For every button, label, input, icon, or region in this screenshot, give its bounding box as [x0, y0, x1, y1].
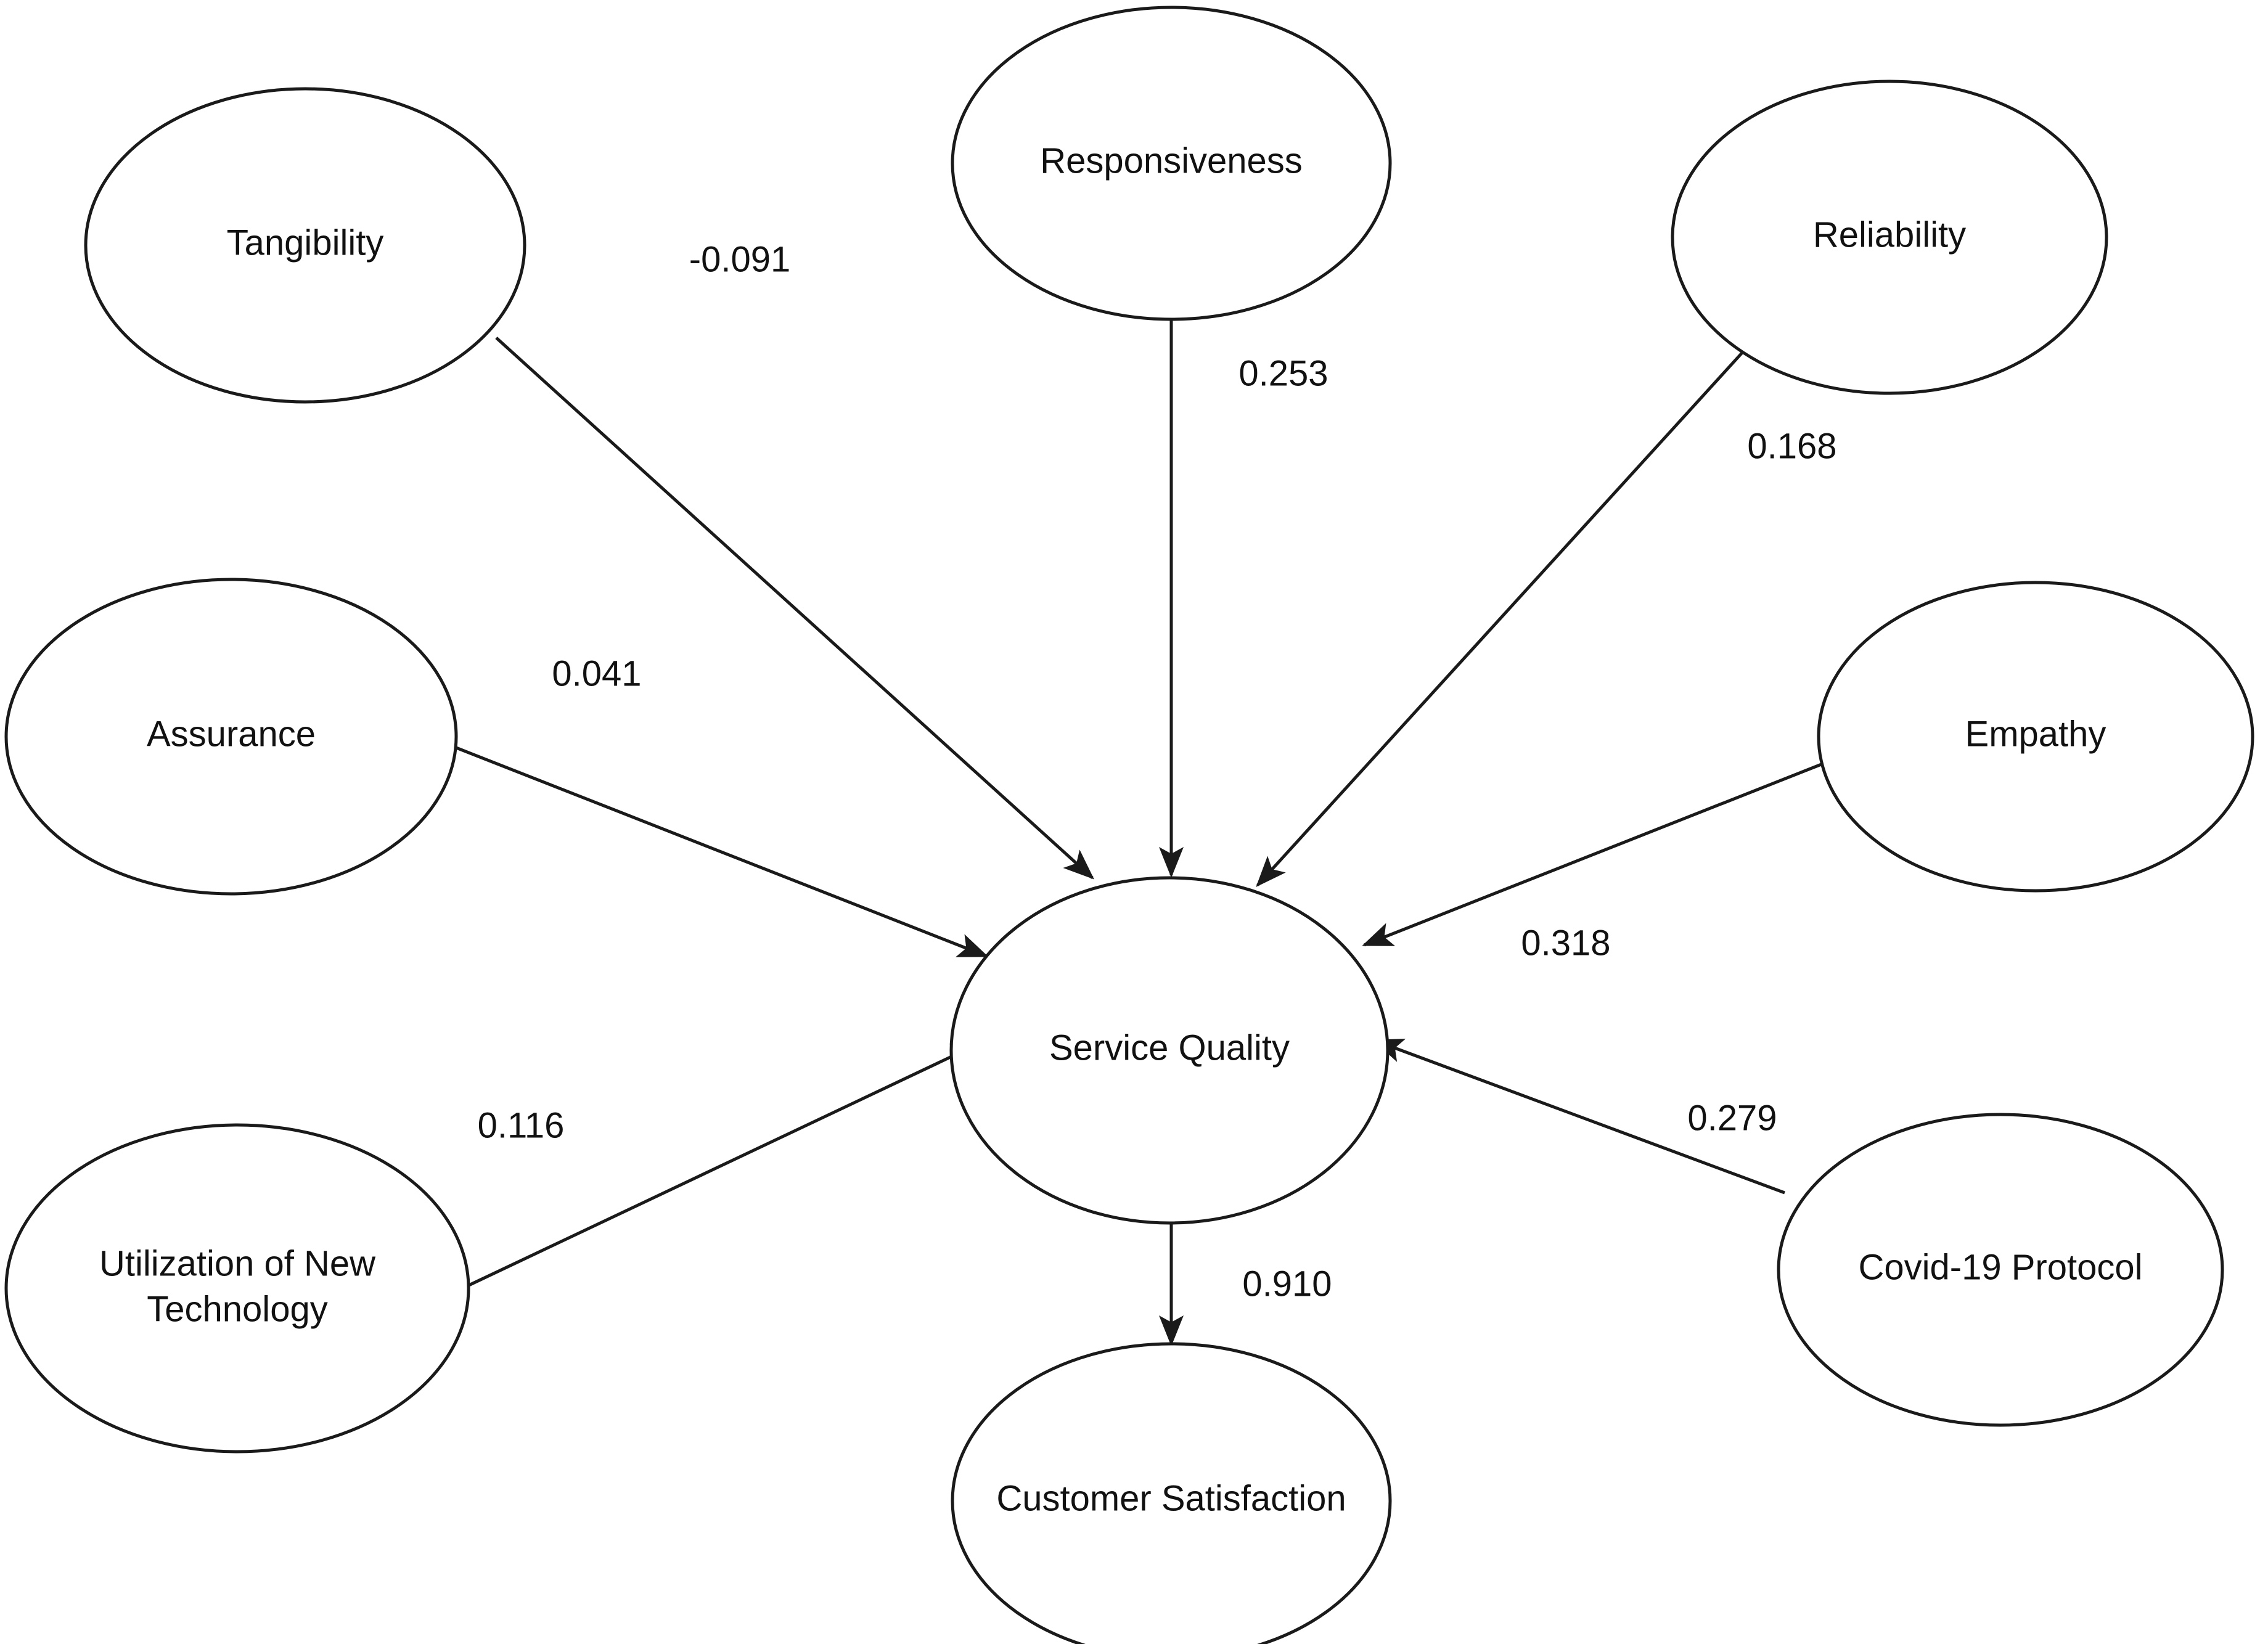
node-ellipse[interactable]	[4, 1123, 470, 1454]
edge-line	[1362, 761, 1827, 947]
edge-line	[461, 1041, 983, 1290]
node-label: Service Quality	[1049, 1028, 1290, 1068]
node-label: Utilization of New	[99, 1243, 376, 1283]
node-label: Customer Satisfaction	[996, 1478, 1346, 1518]
node-ellipse[interactable]	[4, 578, 458, 896]
node-ellipse[interactable]	[1777, 1113, 2224, 1427]
node-ellipse[interactable]	[1817, 581, 2254, 893]
node-assurance[interactable]: Assurance	[4, 578, 458, 896]
edge-responsiveness-to-service-quality: 0.253	[1159, 321, 1328, 878]
node-ellipse[interactable]	[951, 6, 1392, 321]
edge-coefficient-label: 0.910	[1242, 1264, 1332, 1304]
node-ellipse[interactable]	[84, 87, 526, 404]
node-label: Covid-19 Protocol	[1859, 1247, 2143, 1287]
node-label: Empathy	[1965, 714, 2106, 754]
edge-line	[1256, 350, 1745, 887]
node-label: Reliability	[1813, 215, 1966, 255]
node-responsiveness[interactable]: Responsiveness	[951, 6, 1392, 321]
node-ellipse[interactable]	[951, 1342, 1392, 1644]
edge-line	[456, 746, 989, 958]
edge-coefficient-label: 0.253	[1238, 353, 1328, 393]
edge-utilization-to-service-quality: 0.116	[461, 1041, 983, 1290]
edge-covid-protocol-to-service-quality: 0.279	[1372, 1039, 1785, 1195]
node-customer-satisfaction[interactable]: Customer Satisfaction	[951, 1342, 1392, 1644]
edge-coefficient-label: 0.041	[552, 653, 641, 693]
node-label-line2: Technology	[147, 1289, 327, 1329]
node-ellipse[interactable]	[949, 876, 1390, 1225]
node-label: Assurance	[147, 714, 316, 754]
edge-coefficient-label: 0.116	[478, 1105, 565, 1145]
edges-layer: -0.091 0.253 0.168 0.041 0.318 0.116	[456, 239, 1837, 1347]
node-tangibility[interactable]: Tangibility	[84, 87, 526, 404]
edge-service-quality-to-customer-satisfaction: 0.910	[1159, 1222, 1332, 1347]
edge-coefficient-label: 0.279	[1687, 1098, 1777, 1138]
edge-assurance-to-service-quality: 0.041	[456, 653, 989, 958]
node-service-quality[interactable]: Service Quality	[949, 876, 1390, 1225]
node-ellipse[interactable]	[1671, 80, 2108, 395]
node-label: Tangibility	[227, 223, 384, 263]
edge-coefficient-label: -0.091	[689, 239, 790, 279]
node-label: Responsiveness	[1040, 141, 1303, 181]
node-empathy[interactable]: Empathy	[1817, 581, 2254, 893]
edge-reliability-to-service-quality: 0.168	[1256, 350, 1837, 887]
edge-line	[1372, 1039, 1785, 1195]
node-utilization-of-new-technology[interactable]: Utilization of New Technology	[4, 1123, 470, 1454]
node-reliability[interactable]: Reliability	[1671, 80, 2108, 395]
edge-line	[495, 337, 1094, 880]
nodes-layer: Tangibility Responsiveness Reliability A…	[4, 6, 2254, 1644]
edge-coefficient-label: 0.168	[1747, 426, 1836, 466]
edge-tangibility-to-service-quality: -0.091	[495, 239, 1094, 880]
edge-empathy-to-service-quality: 0.318	[1362, 761, 1827, 963]
node-covid-19-protocol[interactable]: Covid-19 Protocol	[1777, 1113, 2224, 1427]
edge-coefficient-label: 0.318	[1521, 923, 1610, 963]
